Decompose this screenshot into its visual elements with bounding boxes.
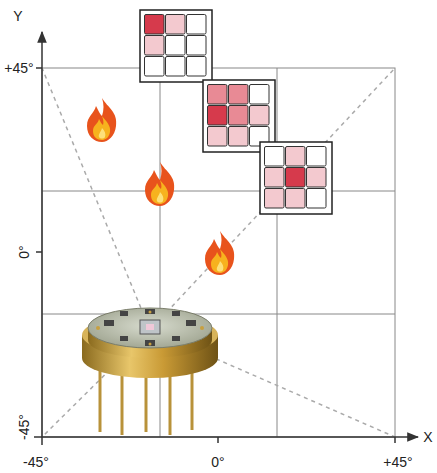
axis-label: -45° [17, 414, 31, 440]
axis-label: +45° [4, 61, 33, 75]
flame-icon [145, 162, 174, 206]
thermopile-sensor [82, 308, 218, 435]
axis-label: +45° [383, 455, 412, 469]
pixel-matrix [203, 80, 275, 152]
flames [87, 98, 234, 275]
flame-icon [205, 231, 234, 275]
pixel-matrix [140, 10, 212, 82]
axis-label: X [423, 430, 432, 444]
axes [34, 32, 418, 445]
field-grid [42, 68, 395, 437]
axis-label: -45° [23, 455, 49, 469]
axis-label: 0° [211, 455, 224, 469]
field-of-view-lines [42, 68, 395, 437]
axis-label: Y [13, 9, 22, 23]
flame-icon [87, 98, 116, 142]
axis-label: 0° [17, 245, 31, 258]
pixel-matrix [260, 142, 332, 214]
pixel-matrices [140, 10, 332, 214]
